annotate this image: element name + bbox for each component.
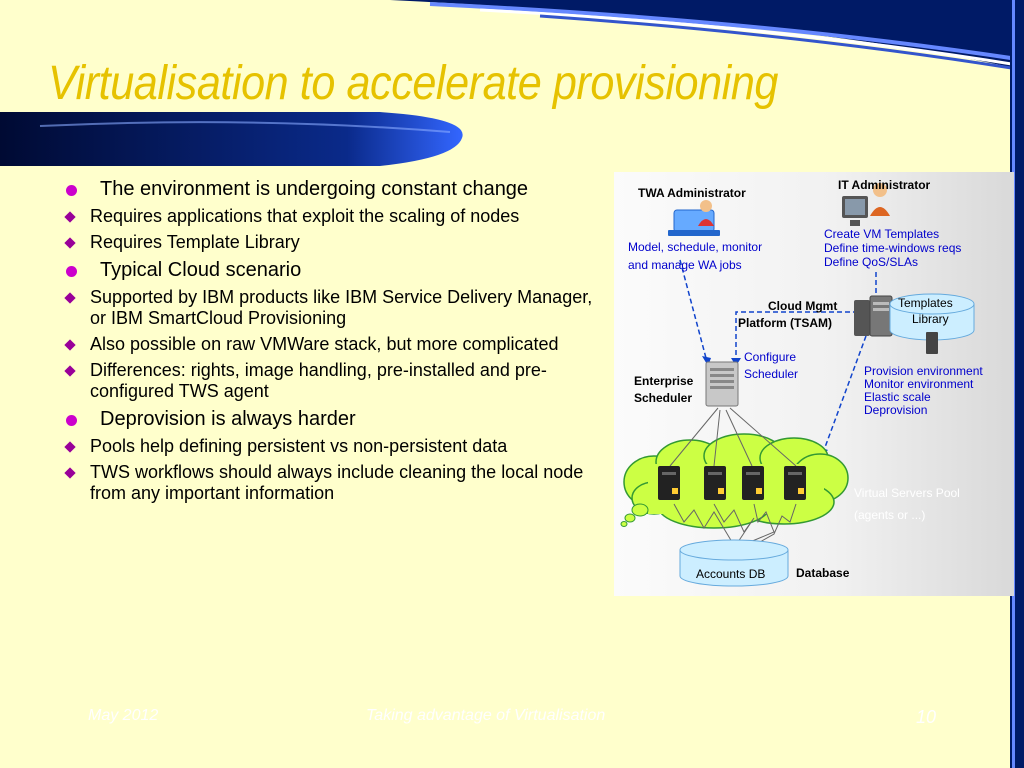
footer-date: May 2012 (88, 707, 159, 724)
diamond-bullet-icon (64, 211, 76, 223)
twa-admin-person-icon (668, 200, 720, 236)
sub-bullet-text: Also possible on raw VMWare stack, but m… (90, 334, 559, 354)
twa-desc-line-1: Model, schedule, monitor (628, 240, 763, 254)
arrow-tsam-to-scheduler (735, 311, 858, 360)
bullet-environment: The environment is undergoing constant c… (62, 178, 602, 201)
title-swoosh-decoration (0, 112, 463, 166)
it-admin-person-icon (842, 183, 890, 226)
page-number: 10 (916, 707, 937, 727)
templates-library-cylinder-icon (889, 293, 975, 341)
bullet-cloud-scenario: Typical Cloud scenario (62, 259, 602, 282)
cloud-architecture-diagram: TWA Administrator Model, schedule, monit… (614, 172, 1014, 596)
diamond-bullet-icon (64, 441, 76, 453)
bullet-text: Deprovision is always harder (100, 408, 356, 430)
it-desc-line-1: Create VM Templates (824, 227, 940, 241)
provision-line-4: Deprovision (864, 403, 928, 417)
it-desc-line-3: Define QoS/SLAs (824, 255, 919, 269)
sub-bullet: TWS workflows should always include clea… (62, 462, 602, 504)
tsam-server-icon (854, 295, 893, 337)
diamond-bullet-icon (64, 292, 76, 304)
bullet-dot-icon (66, 415, 77, 426)
virtual-server-icons (658, 466, 806, 500)
sub-bullet-text: Supported by IBM products like IBM Servi… (90, 287, 593, 328)
sub-bullet-text: Differences: rights, image handling, pre… (90, 360, 547, 401)
sub-bullet: Supported by IBM products like IBM Servi… (62, 287, 602, 329)
sub-bullet-text: Requires Template Library (90, 232, 300, 252)
diamond-bullet-icon (64, 237, 76, 249)
bullet-list: The environment is undergoing constant c… (62, 172, 602, 504)
configure-label-1: Configure (744, 350, 797, 364)
database-label: Database (796, 566, 850, 580)
slide-title: Virtualisation to accelerate provisionin… (48, 57, 778, 110)
it-desc-line-2: Define time-windows reqs (824, 241, 962, 255)
bullet-deprovision: Deprovision is always harder (62, 408, 602, 431)
templates-label-2: Library (912, 312, 949, 326)
twa-admin-label: TWA Administrator (638, 186, 746, 200)
enterprise-label-1: Enterprise (634, 374, 694, 388)
bullet-dot-icon (66, 266, 77, 277)
arrow-tsam-to-pool (823, 335, 867, 451)
arrow-twa-to-scheduler (679, 259, 707, 359)
configure-label-2: Scheduler (744, 367, 799, 381)
provision-line-3: Elastic scale (864, 390, 931, 404)
pool-label-2: (agents or ...) (854, 508, 926, 522)
provision-line-1: Provision environment (864, 364, 983, 378)
diamond-bullet-icon (64, 365, 76, 377)
it-admin-label: IT Administrator (838, 178, 931, 192)
sub-bullet-text: TWS workflows should always include clea… (90, 462, 584, 503)
sub-bullet-text: Requires applications that exploit the s… (90, 206, 520, 226)
twa-desc-line-2: and manage WA jobs (628, 258, 742, 272)
bullet-dot-icon (66, 185, 77, 196)
enterprise-label-2: Scheduler (634, 391, 693, 405)
diamond-bullet-icon (64, 339, 76, 351)
sub-bullet: Requires Template Library (62, 232, 602, 253)
scheduler-server-icon (705, 361, 739, 407)
bullet-text: The environment is undergoing constant c… (100, 178, 529, 200)
provision-line-2: Monitor environment (864, 377, 974, 391)
accounts-db-label: Accounts DB (696, 567, 766, 581)
cloud-mgmt-label-1: Cloud Mgmt (768, 299, 838, 313)
pool-label-1: Virtual Servers Pool (854, 486, 960, 500)
library-server-icon (926, 332, 938, 354)
sub-bullet: Also possible on raw VMWare stack, but m… (62, 334, 602, 355)
database-cylinder-icon (679, 539, 789, 587)
footer-title: Taking advantage of Virtualisation (366, 707, 606, 724)
sub-bullet: Differences: rights, image handling, pre… (62, 360, 602, 402)
diamond-bullet-icon (64, 467, 76, 479)
top-stripes-decoration (390, 0, 1024, 70)
sub-bullet: Pools help defining persistent vs non-pe… (62, 436, 602, 457)
sub-bullet: Requires applications that exploit the s… (62, 206, 602, 227)
bullet-text: Typical Cloud scenario (100, 259, 302, 281)
diagram-graphics (620, 183, 975, 587)
sub-bullet-text: Pools help defining persistent vs non-pe… (90, 436, 508, 456)
cloud-mgmt-label-2: Platform (TSAM) (738, 316, 832, 330)
templates-label-1: Templates (898, 296, 953, 310)
